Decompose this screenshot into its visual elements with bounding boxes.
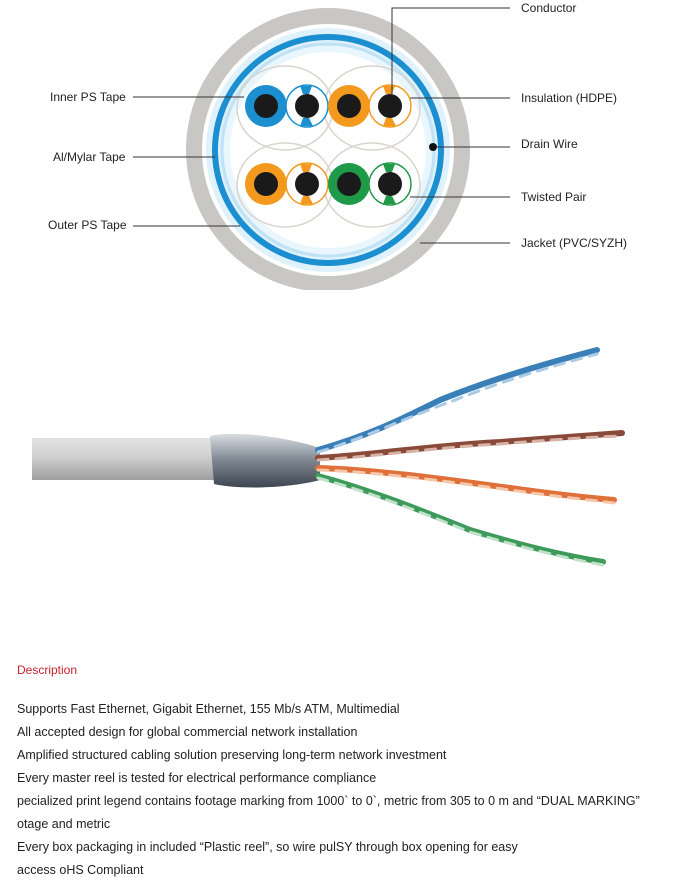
label-inner-ps-tape: Inner PS Tape xyxy=(50,90,126,104)
green-pair xyxy=(328,162,412,206)
green-twisted-pair xyxy=(315,473,606,567)
label-jacket: Jacket (PVC/SYZH) xyxy=(521,236,627,250)
label-insulation: Insulation (HDPE) xyxy=(521,91,617,105)
cable-cross-section-diagram: Conductor Inner PS Tape Insulation (HDPE… xyxy=(0,0,691,292)
list-item: All accepted design for global commercia… xyxy=(17,725,358,739)
list-item: Amplified structured cabling solution pr… xyxy=(17,748,447,762)
list-item: Supports Fast Ethernet, Gigabit Ethernet… xyxy=(17,702,400,716)
list-item: access oHS Compliant xyxy=(17,863,144,877)
orange-pair xyxy=(328,84,412,128)
label-twisted-pair: Twisted Pair xyxy=(521,190,586,204)
cable-photo xyxy=(0,330,691,590)
drain-wire-dot xyxy=(429,143,437,151)
al-mylar-ring xyxy=(212,34,444,266)
foil-shield xyxy=(210,433,320,488)
blue-twisted-pair xyxy=(315,347,600,454)
description-heading: Description xyxy=(17,663,78,677)
list-item: otage and metric xyxy=(17,817,111,831)
orange-twisted-pair xyxy=(315,465,617,505)
label-drain-wire: Drain Wire xyxy=(521,137,578,151)
label-conductor: Conductor xyxy=(521,1,576,15)
description-list: Supports Fast Ethernet, Gigabit Ethernet… xyxy=(17,698,682,882)
list-item: Every master reel is tested for electric… xyxy=(17,771,377,785)
cable-jacket xyxy=(32,438,222,480)
list-item: Every box packaging in included “Plastic… xyxy=(17,840,518,854)
list-item: pecialized print legend contains footage… xyxy=(17,794,640,808)
brown-twisted-pair xyxy=(315,430,625,462)
brown-pair xyxy=(245,162,329,206)
label-al-mylar-tape: Al/Mylar Tape xyxy=(53,150,126,164)
label-outer-ps-tape: Outer PS Tape xyxy=(48,218,127,232)
